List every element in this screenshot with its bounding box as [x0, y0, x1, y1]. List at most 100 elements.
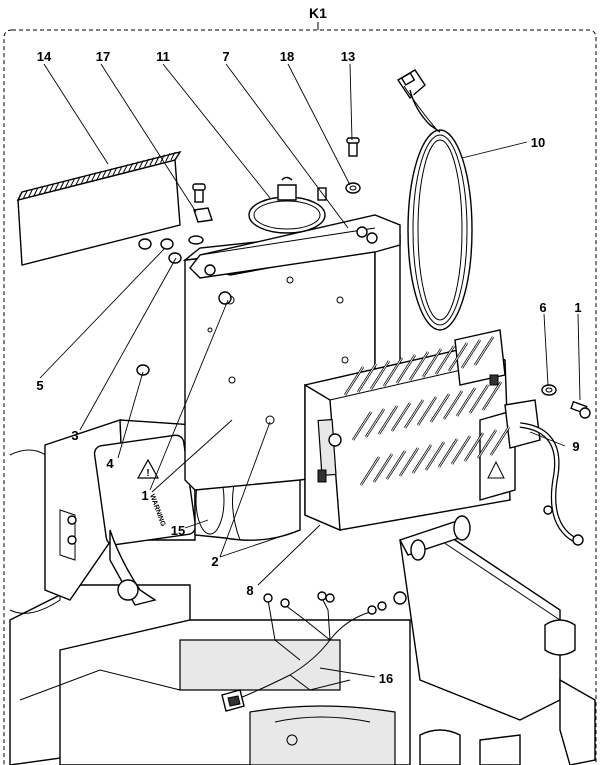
heat-sink-fin [65, 179, 70, 188]
controller-pin-highlight [396, 354, 416, 384]
controller-pin-highlight [422, 348, 442, 378]
controller-pin-highlight [373, 453, 393, 483]
callout-6: 6 [539, 300, 546, 315]
heat-sink-fin [17, 191, 23, 201]
heat-sink-fins [17, 151, 176, 201]
heat-sink-fin [33, 187, 39, 197]
controller-pin-highlight [443, 390, 463, 420]
controller-pin-highlight [386, 450, 406, 480]
assembly-label: K1 [309, 5, 327, 21]
controller-pin-highlight [435, 345, 455, 375]
controller-pin-highlight [438, 438, 458, 468]
warning-triangle-icon [136, 458, 160, 479]
heat-sink-fin [170, 151, 176, 161]
mounting-bracket [44, 419, 197, 606]
lower-shaft [393, 515, 471, 605]
controller-pin-highlight [417, 396, 437, 426]
controller-pin-highlight [399, 447, 419, 477]
heat-sink-fin [80, 175, 86, 184]
heat-sink-fin [149, 157, 155, 166]
heat-sink-fin [123, 164, 128, 173]
callout-17: 17 [96, 49, 110, 64]
heat-sink-fin [91, 172, 97, 181]
heat-sink-fin [144, 158, 150, 168]
controller-pin-highlight [357, 363, 377, 393]
controller-pin-highlight [430, 393, 450, 423]
heat-sink-fin [101, 169, 107, 179]
warning-triangle-mark: ! [146, 468, 149, 479]
heat-sink-fin [75, 176, 81, 186]
heat-sink-fin [28, 189, 33, 198]
controller-pin-highlight [482, 381, 502, 411]
controller-pin-highlight [474, 336, 494, 366]
top-plate [189, 214, 401, 305]
heat-sink [16, 150, 182, 266]
callout-5: 5 [36, 378, 43, 393]
controller-pin-highlight [425, 441, 445, 471]
controller-pin-highlight [412, 444, 432, 474]
heat-sink-fin [22, 190, 28, 199]
controller-pin-highlight [469, 384, 489, 414]
controller-pin-highlight [461, 339, 481, 369]
heat-sink-fin [59, 180, 65, 190]
controller-pin-highlight [365, 408, 385, 438]
heat-sink-fin [160, 154, 165, 163]
callout-15: 15 [171, 523, 185, 538]
heat-sink-fin [43, 184, 49, 194]
controller-pin-highlight [383, 357, 403, 387]
controller-pin-highlight [456, 387, 476, 417]
controller-pin-highlight [378, 405, 398, 435]
heat-sink-fin [70, 177, 76, 187]
callout-9: 9 [572, 439, 579, 454]
tube [519, 422, 584, 546]
heat-sink-fin [112, 166, 118, 176]
heat-sink-fin [54, 182, 60, 191]
fasteners-upper [136, 137, 361, 376]
callout-18: 18 [280, 49, 294, 64]
controller-pin-highlight [352, 411, 372, 441]
controller-warning-icon [487, 460, 505, 479]
controller-pin-highlight [409, 351, 429, 381]
heat-sink-fin [96, 171, 102, 180]
controller-pins [343, 336, 511, 486]
callout-labels: 14 17 11 7 18 13 10 6 1 5 3 4 1 15 2 9 8… [36, 49, 581, 686]
controller-pin-highlight [464, 432, 484, 462]
controller-pin-highlight [344, 366, 364, 396]
heat-sink-fin [107, 168, 113, 177]
heat-sink-fin [49, 183, 55, 192]
callout-10: 10 [531, 135, 545, 150]
cable-clamp [248, 176, 327, 234]
controller-pin-highlight [404, 399, 424, 429]
callout-3: 3 [71, 428, 78, 443]
heat-sink-fin [154, 155, 160, 165]
heat-sink-fin [133, 161, 139, 170]
controller-pin-highlight [448, 342, 468, 372]
leader-lines [39, 63, 581, 678]
controller-pin-highlight [477, 429, 497, 459]
callout-8: 8 [246, 583, 253, 598]
callout-7: 7 [222, 49, 229, 64]
callout-16: 16 [379, 671, 393, 686]
callout-13: 13 [341, 49, 355, 64]
controller-pin-highlight [451, 435, 471, 465]
fasteners-right [541, 384, 591, 419]
callout-4: 4 [106, 456, 114, 471]
controller-pin-highlight [370, 360, 390, 390]
assembly-boundary [3, 29, 597, 765]
heat-sink-fin [86, 173, 92, 183]
callout-14: 14 [37, 49, 52, 64]
callout-11: 11 [156, 49, 170, 64]
coiled-cable [397, 69, 473, 331]
callout-1-left: 1 [141, 488, 148, 503]
callout-1-right: 1 [574, 300, 581, 315]
heat-sink-fin [165, 153, 171, 162]
controller-pin-highlight [360, 456, 380, 486]
controller-pin-highlight [391, 402, 411, 432]
wire-harness [221, 591, 387, 712]
heat-sink-fin [117, 165, 123, 175]
heat-sink-fin [38, 186, 44, 195]
heat-sink-fin [138, 160, 144, 169]
controller-pin-highlight [490, 426, 510, 456]
callout-2: 2 [211, 554, 218, 569]
